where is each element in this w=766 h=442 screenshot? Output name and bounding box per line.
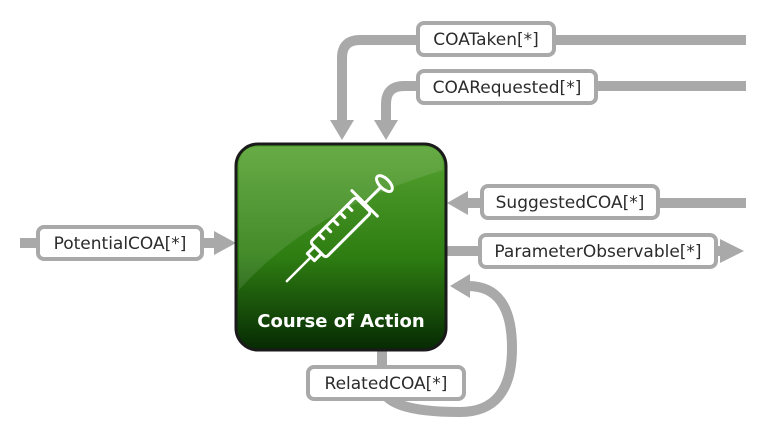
label-coa-requested[interactable]: COARequested[*] bbox=[416, 69, 598, 105]
label-coa-taken-text: COATaken[*] bbox=[433, 30, 539, 50]
connector-coa-requested bbox=[374, 81, 746, 140]
node-title: Course of Action bbox=[257, 311, 424, 332]
label-related-coa-text: RelatedCOA[*] bbox=[325, 374, 448, 394]
label-suggested-coa-text: SuggestedCOA[*] bbox=[496, 193, 645, 213]
label-coa-taken[interactable]: COATaken[*] bbox=[416, 21, 556, 57]
connector-coa-taken bbox=[330, 35, 746, 140]
label-parameter-observable-text: ParameterObservable[*] bbox=[494, 242, 701, 262]
label-potential-coa[interactable]: PotentialCOA[*] bbox=[36, 225, 204, 261]
syringe-icon bbox=[285, 174, 394, 283]
label-suggested-coa[interactable]: SuggestedCOA[*] bbox=[480, 184, 660, 220]
label-parameter-observable[interactable]: ParameterObservable[*] bbox=[478, 233, 718, 269]
label-related-coa[interactable]: RelatedCOA[*] bbox=[306, 365, 466, 401]
label-coa-requested-text: COARequested[*] bbox=[433, 78, 582, 98]
label-potential-coa-text: PotentialCOA[*] bbox=[54, 234, 187, 254]
connector-related-coa bbox=[377, 274, 518, 418]
course-of-action-node[interactable]: Course of Action bbox=[234, 142, 448, 352]
